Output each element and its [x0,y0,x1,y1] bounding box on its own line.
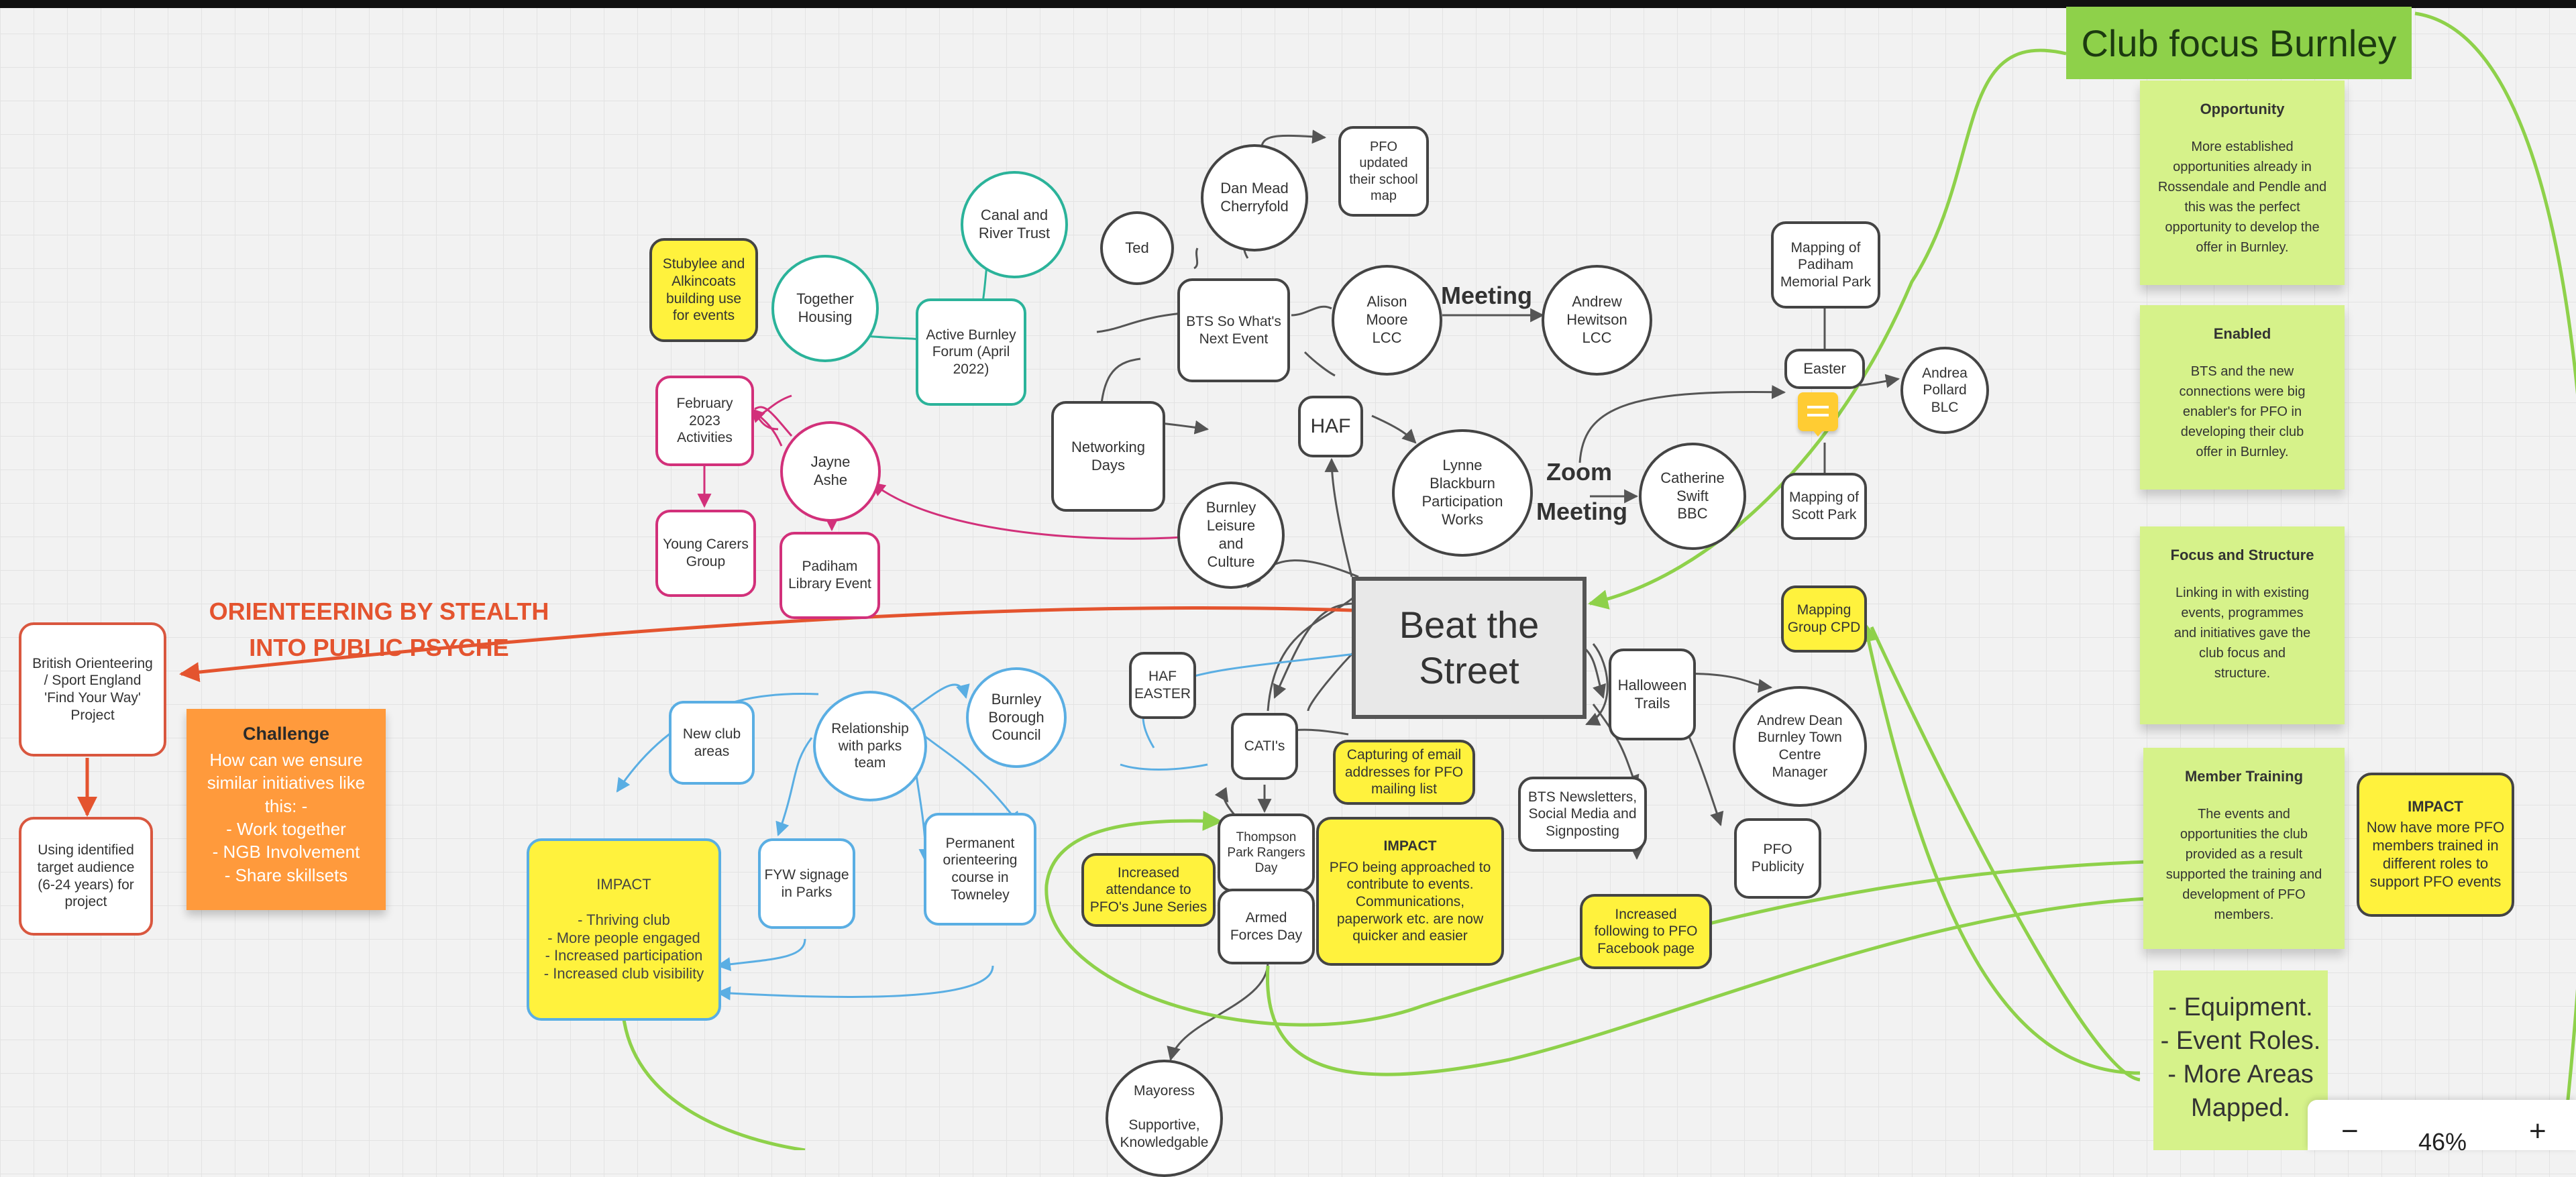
window-top-bar [0,0,2576,8]
zoom-in-button[interactable]: + [2529,1115,2546,1147]
enabled-body: BTS and the new connections were big ena… [2179,364,2306,459]
dan-mead-node[interactable]: Dan Mead Cherryfold [1201,144,1308,251]
jayne-ashe-node[interactable]: Jayne Ashe [780,421,881,522]
challenge-sticky[interactable]: Challenge How can we ensure similar init… [186,709,386,910]
pfo-school-map-node[interactable]: PFO updated their school map [1338,126,1429,217]
burnley-borough-node[interactable]: Burnley Borough Council [966,667,1067,768]
increased-following-node[interactable]: Increased following to PFO Facebook page [1580,894,1712,969]
stubylee-node[interactable]: Stubylee and Alkincoats building use for… [649,238,758,342]
increased-attendance-node[interactable]: Increased attendance to PFO's June Serie… [1081,853,1216,927]
opportunity-sticky[interactable]: Opportunity More established opportuniti… [2140,80,2345,285]
catis-node[interactable]: CATI's [1231,713,1298,780]
fyw-signage-node[interactable]: FYW signage in Parks [758,838,855,929]
meeting-label: Meeting [1441,282,1533,309]
impact-center-node[interactable]: IMPACT PFO being approached to contribut… [1316,817,1504,966]
alison-moore-node[interactable]: Alison Moore LCC [1332,265,1442,376]
andrea-pollard-node[interactable]: Andrea Pollard BLC [1900,347,1989,434]
bts-next-event-node[interactable]: BTS So What's Next Event [1177,278,1290,382]
zoom-control: − 46% + [2308,1100,2576,1156]
halloween-trails-node[interactable]: Halloween Trails [1609,649,1696,740]
member-training-title: Member Training [2184,768,2304,785]
impact-right-title: IMPACT [2408,798,2463,816]
challenge-title: Challenge [242,724,330,744]
zoom-label: Zoom [1546,458,1612,486]
focus-structure-sticky[interactable]: Focus and Structure Linking in with exis… [2140,526,2345,724]
opportunity-title: Opportunity [2200,101,2285,117]
capturing-email-node[interactable]: Capturing of email addresses for PFO mai… [1333,740,1475,805]
haf-node[interactable]: HAF [1298,396,1363,457]
headline-label: ORIENTEERING BY STEALTH INTO PUBLIC PSYC… [209,598,549,661]
mapping-padiham-node[interactable]: Mapping of Padiham Memorial Park [1771,221,1880,309]
impact-center-body: PFO being approached to contribute to ev… [1329,859,1491,944]
burnley-leisure-node[interactable]: Burnley Leisure and Culture [1177,482,1285,589]
ted-node[interactable]: Ted [1100,211,1174,285]
young-carers-node[interactable]: Young Carers Group [655,510,756,597]
focus-structure-body: Linking in with existing events, program… [2174,585,2311,681]
member-training-body: The events and opportunities the club pr… [2165,807,2322,922]
february-2023-node[interactable]: February 2023 Activities [655,376,754,466]
connectors-layer [77,11,2576,1150]
meeting-label-2: Meeting [1536,498,1628,525]
thompson-park-node[interactable]: Thompson Park Rangers Day [1218,814,1315,892]
beat-the-street-node[interactable]: Beat the Street [1352,577,1587,719]
relationship-parks-node[interactable]: Relationship with parks team [813,691,927,801]
andrew-hewitson-node[interactable]: Andrew Hewitson LCC [1542,265,1652,376]
impact-left-body: - Thriving club - More people engaged - … [543,911,704,983]
member-training-sticky[interactable]: Member Training The events and opportuni… [2143,748,2345,949]
british-orienteering-node[interactable]: British Orienteering / Sport England 'Fi… [19,622,166,756]
bts-newsletters-node[interactable]: BTS Newsletters, Social Media and Signpo… [1518,777,1647,852]
lynne-blackburn-node[interactable]: Lynne Blackburn Participation Works [1392,429,1533,557]
using-identified-node[interactable]: Using identified target audience (6-24 y… [19,817,153,936]
mapping-group-cpd-node[interactable]: Mapping Group CPD [1781,585,1867,653]
canal-river-trust-node[interactable]: Canal and River Trust [961,171,1068,278]
mayoress-node[interactable]: Mayoress Supportive, Knowledgable [1106,1060,1223,1177]
impact-left-node[interactable]: IMPACT - Thriving club - More people eng… [527,838,721,1021]
challenge-body: How can we ensure similar initiatives li… [207,750,366,885]
enabled-title: Enabled [2213,325,2271,342]
together-housing-node[interactable]: Together Housing [771,255,879,362]
padiham-library-node[interactable]: Padiham Library Event [780,532,880,619]
zoom-out-button[interactable]: − [2341,1115,2359,1147]
armed-forces-node[interactable]: Armed Forces Day [1218,889,1315,964]
catherine-swift-node[interactable]: Catherine Swift BBC [1639,443,1746,550]
permanent-course-node[interactable]: Permanent orienteering course in Townele… [924,813,1036,926]
enabled-sticky[interactable]: Enabled BTS and the new connections were… [2140,305,2345,490]
andrew-dean-node[interactable]: Andrew Dean Burnley Town Centre Manager [1733,686,1867,807]
focus-structure-title: Focus and Structure [2170,547,2314,563]
opportunity-body: More established opportunities already i… [2157,139,2327,255]
networking-days-node[interactable]: Networking Days [1051,401,1165,512]
haf-easter-node[interactable]: HAF EASTER [1129,652,1196,719]
equipment-sticky[interactable]: - Equipment. - Event Roles. - More Areas… [2153,970,2328,1150]
mapping-scott-park-node[interactable]: Mapping of Scott Park [1781,473,1867,540]
new-club-areas-node[interactable]: New club areas [669,701,755,785]
zoom-level[interactable]: 46% [2418,1128,2467,1156]
pfo-publicity-node[interactable]: PFO Publicity [1734,818,1821,899]
frame-title[interactable]: Club focus Burnley [2066,7,2412,79]
impact-right-body: Now have more PFO members trained in dif… [2366,819,2505,890]
impact-left-title: IMPACT [596,875,651,893]
impact-center-title: IMPACT [1383,838,1437,854]
easter-node[interactable]: Easter [1784,349,1865,389]
comment-icon[interactable] [1798,392,1838,437]
active-burnley-node[interactable]: Active Burnley Forum (April 2022) [916,298,1026,406]
impact-right-node[interactable]: IMPACT Now have more PFO members trained… [2357,773,2514,917]
